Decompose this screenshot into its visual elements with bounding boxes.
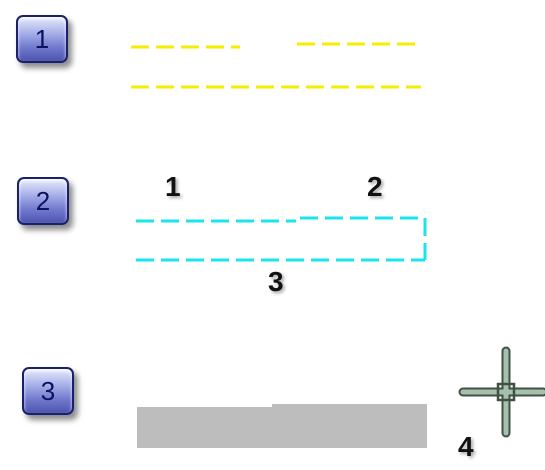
point-label-2: 2 [367,171,383,202]
step3-filled-shape [137,404,427,448]
step-2-badge: 2 [17,177,69,225]
crosshair-pickbox-cursor-icon [458,346,545,438]
point-label-4: 4 [458,431,474,462]
point-label-1: 1 [165,171,181,202]
step1-dashed-lines [131,42,421,89]
step3-gray-band [137,404,427,448]
step2-dashed-outline [136,216,427,262]
step-3-badge: 3 [22,367,74,415]
point-label-3: 3 [268,266,284,297]
step-1-badge: 1 [16,15,68,63]
